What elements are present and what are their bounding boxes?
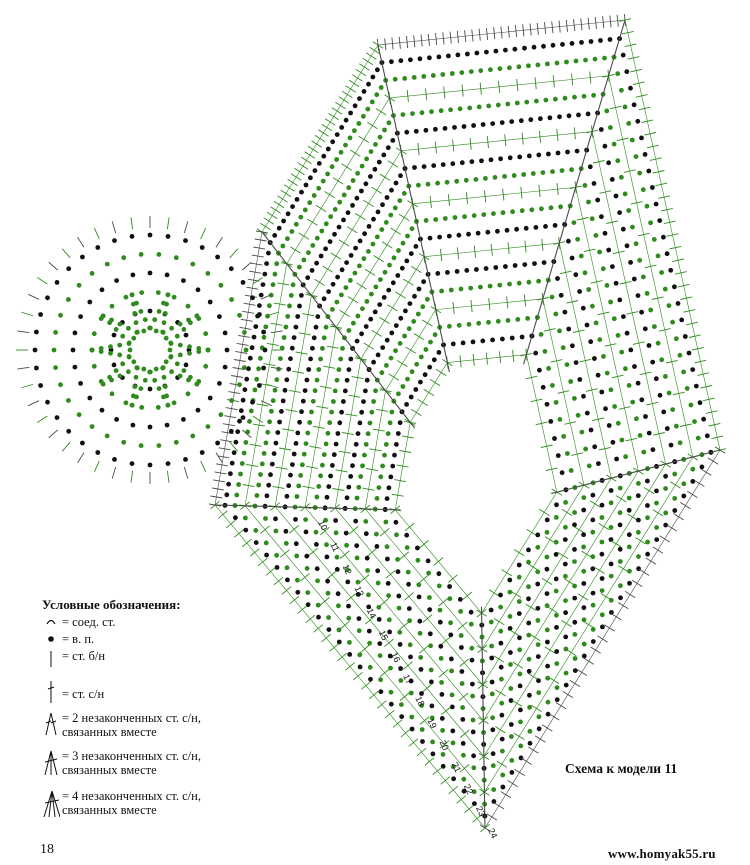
row-number: 21 xyxy=(450,761,463,774)
dc4tog-icon xyxy=(42,789,60,819)
spoke-line xyxy=(522,19,626,365)
legend-item-dc4tog: = 4 незаконченных ст. с/н, связанных вме… xyxy=(42,789,282,829)
legend-item-slip-stitch: = соед. ст. xyxy=(42,615,282,632)
legend-item-single-crochet: = ст. б/н xyxy=(42,649,282,679)
row-number: 20 xyxy=(438,739,451,752)
watermark-url: www.homyak55.ru xyxy=(608,846,716,861)
dc3tog-icon xyxy=(42,749,60,777)
spoke-line xyxy=(214,504,401,511)
row-number: 23 xyxy=(474,805,487,818)
diagram-caption: Схема к модели 11 xyxy=(565,761,678,776)
row-number: 18 xyxy=(413,695,426,708)
legend-item-dc3tog: = 3 незаконченных ст. с/н, связанных вме… xyxy=(42,749,282,789)
row-number: 15 xyxy=(377,629,390,642)
legend: Условные обозначения: = соед. ст. = в. п… xyxy=(42,597,282,829)
spoke-line xyxy=(261,231,416,429)
row-number: 12 xyxy=(340,563,353,576)
row-number: 24 xyxy=(486,827,499,840)
page-number: 18 xyxy=(40,842,54,857)
row-number: 13 xyxy=(353,585,366,598)
row-number: 16 xyxy=(389,651,402,664)
legend-title: Условные обозначения: xyxy=(42,597,181,612)
chain-dot-icon xyxy=(42,632,60,644)
row-number: 22 xyxy=(462,783,475,796)
single-crochet-icon xyxy=(42,649,60,669)
row-number: 14 xyxy=(365,607,378,620)
row-number: 19 xyxy=(425,717,438,730)
spoke-line xyxy=(377,44,450,373)
legend-item-chain: = в. п. xyxy=(42,632,282,649)
row-number: 11 xyxy=(328,541,341,554)
row-number: 17 xyxy=(401,673,414,686)
spoke-line xyxy=(551,449,721,494)
row-number: 10 xyxy=(316,519,329,532)
double-crochet-icon xyxy=(42,679,60,705)
legend-item-double-crochet: = ст. с/н xyxy=(42,679,282,711)
legend-item-dc2tog: = 2 незаконченных ст. с/н, связанных вме… xyxy=(42,711,282,749)
spoke-line xyxy=(480,606,486,829)
slip-stitch-arc-icon xyxy=(42,615,60,627)
dc2tog-icon xyxy=(42,711,60,737)
